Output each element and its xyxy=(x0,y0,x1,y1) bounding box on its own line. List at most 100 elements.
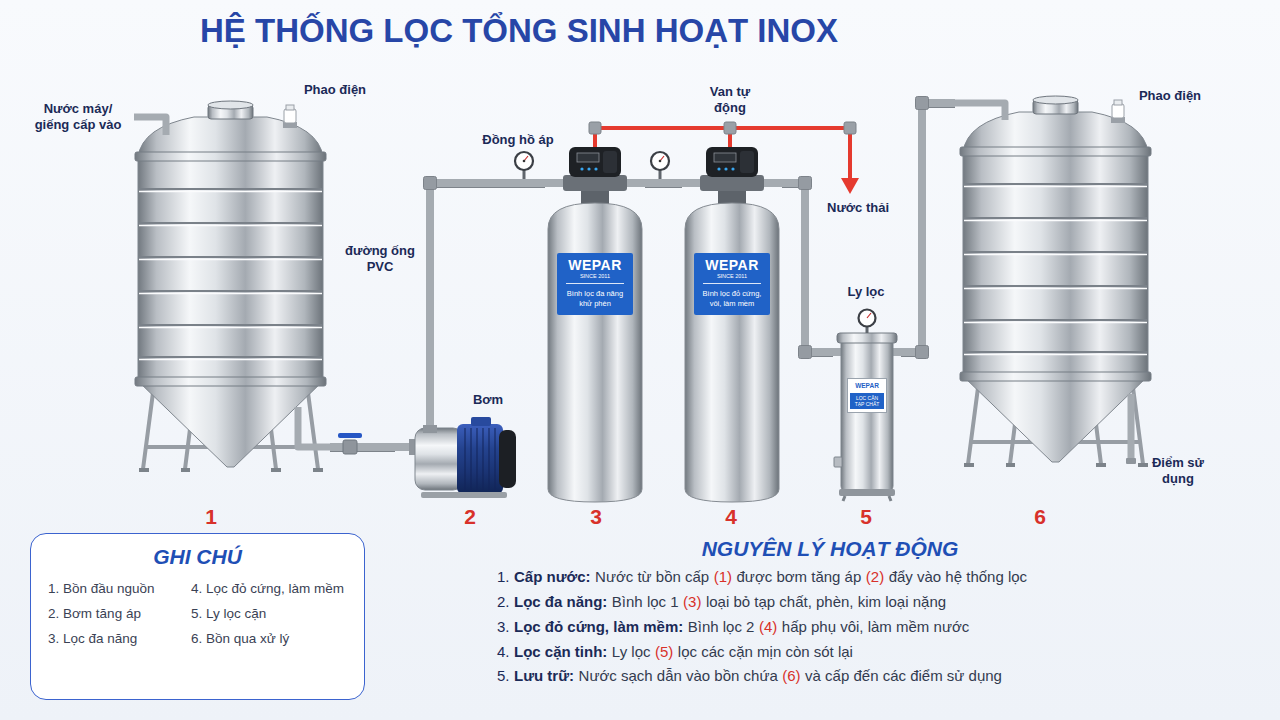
pump-base xyxy=(421,492,507,498)
pipe-elbow xyxy=(916,97,929,110)
step-name: Lọc cặn tinh: xyxy=(514,643,607,661)
step-text: Nước từ bồn cấp xyxy=(595,568,709,586)
valve-body xyxy=(563,175,627,191)
node-shape xyxy=(130,95,330,530)
control-knob xyxy=(740,151,754,173)
cartridge-housing xyxy=(841,339,893,491)
part-label: Van tự động xyxy=(704,84,756,115)
part-label: đường ống PVC xyxy=(343,243,417,274)
part-label: Bơm xyxy=(473,392,503,408)
storage-tank: 6 xyxy=(955,90,1155,530)
callout-number: 5 xyxy=(860,505,872,528)
pvc-pipe xyxy=(782,183,833,352)
step-text: loại bỏ tạp chất, phèn, kim loại nặng xyxy=(706,593,946,611)
node-shape xyxy=(833,305,901,530)
part-label: Phao điện xyxy=(1139,88,1201,104)
terminal-box xyxy=(471,417,491,426)
motor-fin xyxy=(495,428,496,490)
principle-line: 5.Lưu trữ:Nước sạch dẫn vào bồn chứa(6)v… xyxy=(497,667,1002,685)
callout-number: 2 xyxy=(464,505,476,528)
tank-cone xyxy=(963,376,1148,462)
callout-number: 6 xyxy=(1034,505,1046,528)
product-label: WEPARSINCE 2011Bình lọc đỏ cứng, vôi, là… xyxy=(694,253,770,315)
step-text: Bình lọc 2 xyxy=(688,618,755,636)
motor-fin xyxy=(477,428,478,490)
storage-tank: 1 xyxy=(130,95,330,530)
tank-rib-light xyxy=(964,220,1147,222)
tank-rim xyxy=(960,147,1151,156)
section-heading: NGUYÊN LÝ HOẠT ĐỘNG xyxy=(702,536,959,561)
booster-pump: 2 xyxy=(395,410,520,530)
valve-handle xyxy=(338,433,362,438)
step-number: 5. xyxy=(497,667,510,685)
control-display xyxy=(577,153,599,162)
step-number: 2. xyxy=(497,593,510,611)
pump-motor xyxy=(457,424,503,494)
tank-rib-light xyxy=(139,293,322,295)
pipe-fitting xyxy=(589,122,601,134)
tank-rim xyxy=(135,377,326,386)
tank-rib xyxy=(139,188,322,190)
control-led xyxy=(594,167,597,170)
tank-rib-light xyxy=(139,359,322,361)
note-item: 3. Lọc đa năng xyxy=(48,631,137,647)
control-knob xyxy=(603,151,617,173)
part-label: Đồng hồ áp xyxy=(482,132,554,148)
pipe-elbow xyxy=(799,177,812,190)
brand-tagline: SINCE 2011 xyxy=(703,273,761,284)
control-led xyxy=(587,167,590,170)
pvc-pipe xyxy=(330,443,395,451)
drain-arrow xyxy=(841,178,859,194)
callout-number: (4) xyxy=(759,618,777,636)
tank-rib-light xyxy=(139,191,322,193)
float-switch-cap xyxy=(1114,100,1122,105)
tank-rib xyxy=(139,222,322,224)
pvc-pipe xyxy=(901,103,955,352)
principle-line: 4.Lọc cặn tinh:Ly lọc(5)lọc các cặn mịn … xyxy=(497,643,853,661)
control-led xyxy=(731,167,734,170)
step-name: Lọc đỏ cứng, làm mềm: xyxy=(514,618,683,636)
step-text: lọc các cặn mịn còn sót lại xyxy=(678,643,853,661)
tank-feet xyxy=(139,468,323,472)
step-text: Nước sạch dẫn vào bồn chứa xyxy=(579,667,778,685)
note-item: 5. Ly lọc cặn xyxy=(191,606,266,622)
tank-body xyxy=(138,157,323,383)
node-shape xyxy=(395,410,520,530)
tank-lid-top xyxy=(1033,96,1078,104)
tank-rib xyxy=(964,217,1147,219)
brand-name: WEPAR xyxy=(560,258,630,273)
motor-fin xyxy=(483,428,484,490)
motor-fin xyxy=(465,428,466,490)
tank-rib-light xyxy=(964,186,1147,188)
callout-number: (3) xyxy=(683,593,701,611)
node-shape xyxy=(955,90,1155,530)
tank-feet xyxy=(964,463,1148,467)
step-text: Bình lọc 1 xyxy=(612,593,679,611)
drain-valve xyxy=(834,457,842,467)
note-item: 1. Bồn đầu nguồn xyxy=(48,581,155,597)
pressure-gauge xyxy=(859,310,876,327)
outlet-label: Điểm sử dụng xyxy=(1146,455,1210,486)
control-led xyxy=(724,167,727,170)
motor-fin xyxy=(471,428,472,490)
tank-rib xyxy=(964,319,1147,321)
step-name: Lưu trữ: xyxy=(514,667,574,685)
pipe-elbow xyxy=(799,346,812,359)
pump-head xyxy=(415,428,463,490)
note-item: 2. Bơm tăng áp xyxy=(48,606,141,622)
node-shape xyxy=(682,145,782,530)
tank-rim xyxy=(960,372,1151,381)
gauge-pivot xyxy=(523,160,526,163)
tank-rib xyxy=(964,251,1147,253)
callout-number: 1 xyxy=(205,505,217,528)
step-name: Lọc đa năng: xyxy=(514,593,607,611)
tank-lid-top xyxy=(208,101,253,109)
tank-rib-light xyxy=(139,225,322,227)
cartridge-filter: 5WEPARLỌC CẶN TẠP CHẤT xyxy=(833,305,901,530)
pipe-stub xyxy=(955,103,1005,120)
note-box: GHI CHÚ1. Bồn đầu nguồn2. Bơm tăng áp3. … xyxy=(30,533,365,700)
part-label: Phao điện xyxy=(304,82,366,98)
float-switch xyxy=(1112,104,1124,118)
pipe-stub xyxy=(1128,394,1135,460)
tank-rib xyxy=(964,285,1147,287)
